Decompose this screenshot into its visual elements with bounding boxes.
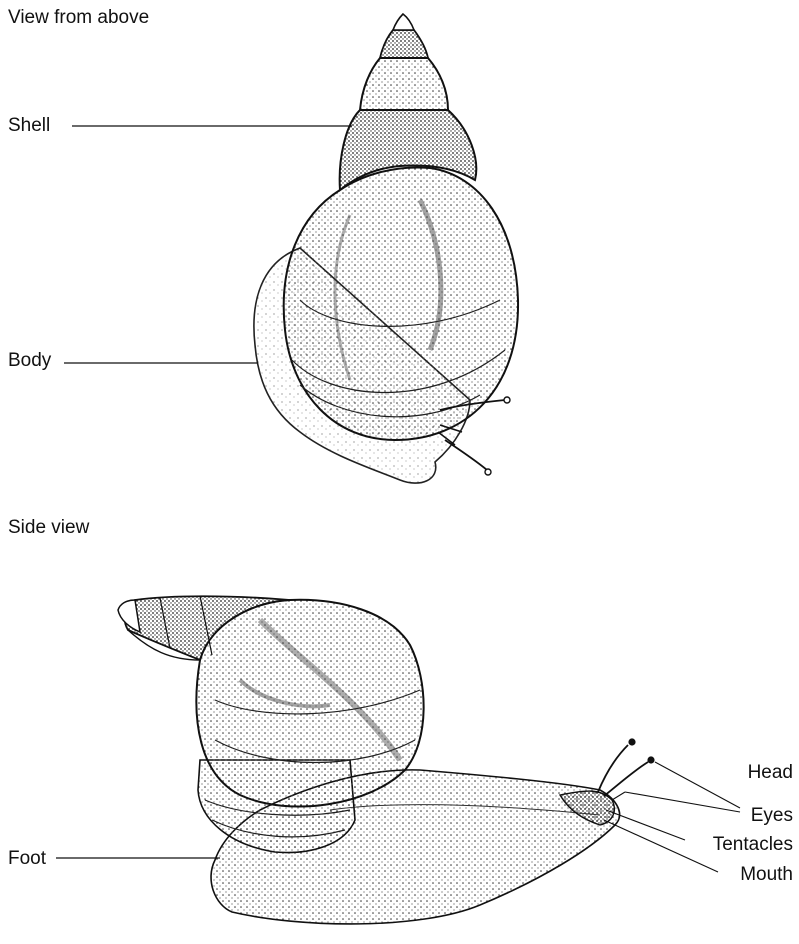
label-head: Head — [748, 763, 793, 782]
top-snail — [254, 14, 518, 483]
label-body: Body — [8, 351, 51, 370]
eyes-leader-line — [612, 792, 625, 800]
head-leader-line — [655, 762, 740, 808]
section-title-bottom: Side view — [8, 518, 89, 537]
label-eyes: Eyes — [751, 806, 793, 825]
label-tentacles: Tentacles — [713, 835, 793, 854]
eyes-leader-line-2 — [625, 792, 740, 812]
label-shell: Shell — [8, 116, 50, 135]
section-title-top: View from above — [8, 8, 149, 27]
label-foot: Foot — [8, 849, 46, 868]
side-shell-body-whorl — [196, 600, 423, 807]
mouth-leader-line — [604, 820, 718, 872]
top-shell-body-whorl — [284, 167, 518, 440]
side-snail — [118, 596, 655, 924]
tentacles-leader-line — [606, 810, 685, 840]
label-mouth: Mouth — [740, 865, 793, 884]
